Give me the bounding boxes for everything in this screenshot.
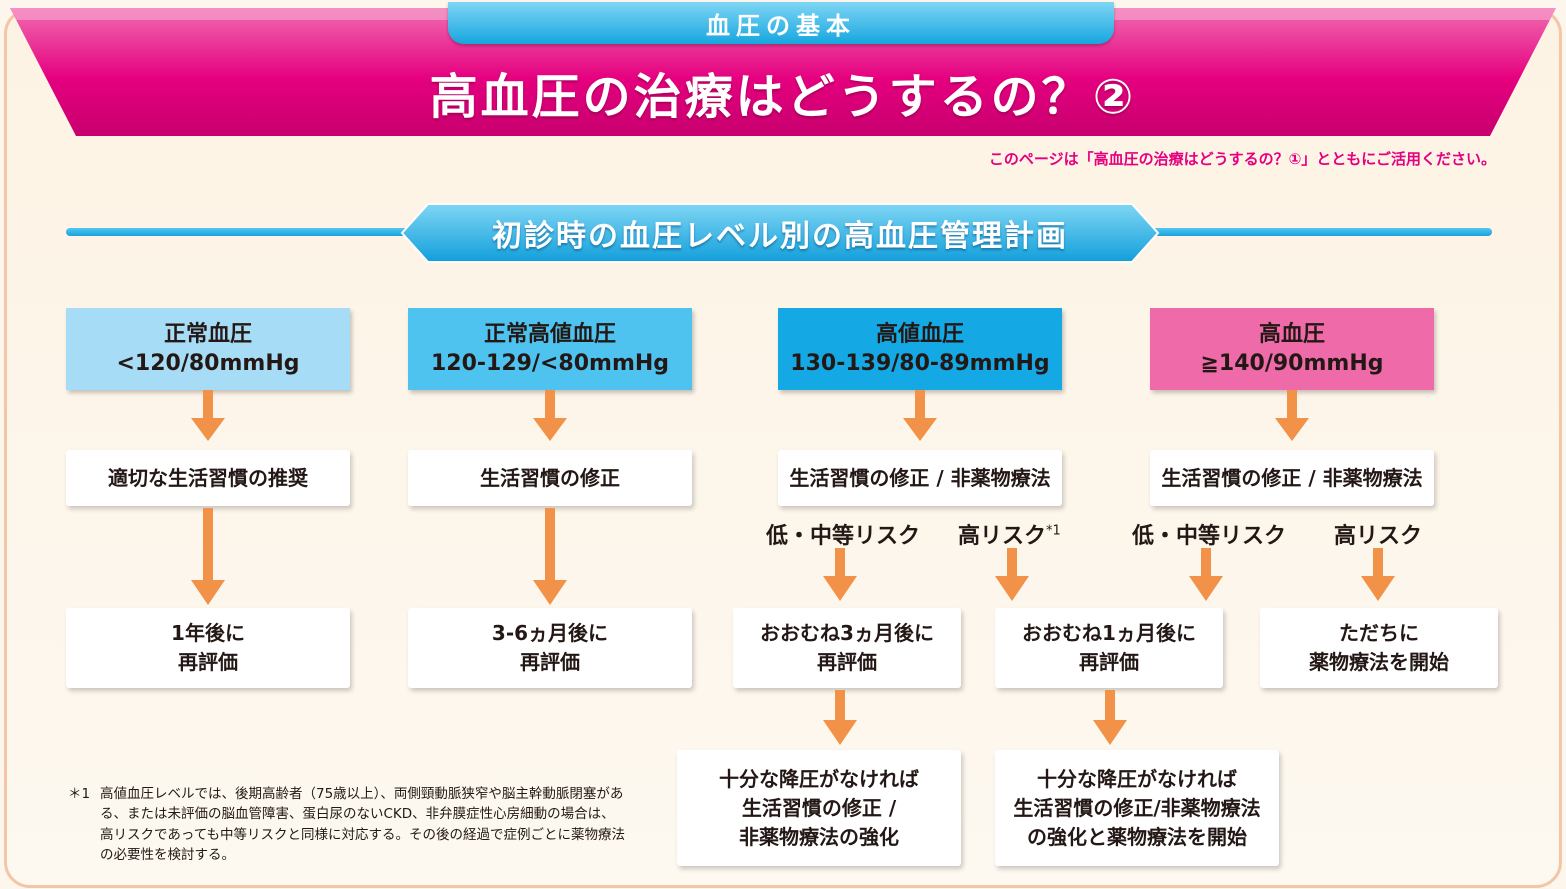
evaluation-3-6-months: 3-6ヵ月後に 再評価: [408, 608, 692, 688]
level-name: 高血圧: [1258, 321, 1325, 347]
level-name: 高値血圧: [875, 321, 964, 347]
risk-label-high: 高リスク: [1334, 524, 1423, 549]
arrow-down-icon: [191, 508, 225, 605]
arrow-down-icon: [533, 508, 567, 605]
step-modify-lifestyle-nondrug: 生活習慣の修正 / 非薬物療法: [1150, 450, 1434, 506]
risk-label-low-mid: 低・中等リスク: [766, 524, 921, 549]
evaluation-1-year: 1年後に 再評価: [66, 608, 350, 688]
arrow-down-icon: [191, 390, 225, 441]
level-name: 正常高値血圧: [483, 321, 616, 347]
arrow-down-icon: [823, 690, 857, 745]
step-recommend-lifestyle: 適切な生活習慣の推奨: [66, 450, 350, 506]
risk-label-high: 高リスク*1: [958, 523, 1061, 549]
footnote: ＊1 高値血圧レベルでは、後期高齢者（75歳以上）、両側頸動脈狭窄や脳主幹動脈閉…: [68, 784, 628, 865]
level-elevated: 高値血圧 130-139/80-89mmHg: [778, 308, 1062, 390]
evaluation-1-month: おおむね1ヵ月後に 再評価: [995, 608, 1223, 688]
footnote-text: 高値血圧レベルでは、後期高齢者（75歳以上）、両側頸動脈狭窄や脳主幹動脈閉塞があ…: [100, 786, 626, 863]
outcome-strengthen-nondrug: 十分な降圧がなければ 生活習慣の修正 / 非薬物療法の強化: [677, 750, 961, 866]
level-range: 120-129/<80mmHg: [430, 351, 670, 376]
step-modify-lifestyle: 生活習慣の修正: [408, 450, 692, 506]
level-range: <120/80mmHg: [116, 351, 300, 376]
level-normal: 正常血圧 <120/80mmHg: [66, 308, 350, 390]
step-label: 生活習慣の修正: [480, 465, 620, 490]
footnote-ref: *1: [1046, 523, 1061, 539]
level-name: 正常血圧: [163, 321, 252, 347]
level-range: ≧140/90mmHg: [1200, 351, 1384, 376]
level-high-normal: 正常高値血圧 120-129/<80mmHg: [408, 308, 692, 390]
step-label: 生活習慣の修正 / 非薬物療法: [789, 465, 1051, 490]
level-range: 130-139/80-89mmHg: [790, 351, 1050, 376]
usage-note: このページは「高血圧の治療はどうするの？①」とともにご活用ください。: [988, 150, 1496, 168]
arrow-down-icon: [903, 390, 937, 441]
step-label: 生活習慣の修正 / 非薬物療法: [1161, 465, 1423, 490]
section-title: 初診時の血圧レベル別の高血圧管理計画: [492, 219, 1068, 254]
page-frame: [4, 8, 1562, 888]
arrow-down-icon: [1093, 690, 1127, 745]
step-modify-lifestyle-nondrug: 生活習慣の修正 / 非薬物療法: [778, 450, 1062, 506]
category-tab: 血圧の基本: [448, 2, 1114, 44]
arrow-down-icon: [1189, 548, 1223, 601]
risk-label-low-mid: 低・中等リスク: [1132, 524, 1287, 549]
start-drug-therapy: ただちに 薬物療法を開始: [1260, 608, 1498, 688]
page-title: 高血圧の治療はどうするの？②: [429, 69, 1137, 125]
arrow-down-icon: [995, 548, 1029, 601]
evaluation-3-months: おおむね3ヵ月後に 再評価: [733, 608, 961, 688]
arrow-down-icon: [1361, 548, 1395, 601]
level-hypertension: 高血圧 ≧140/90mmHg: [1150, 308, 1434, 390]
outcome-start-drug-therapy: 十分な降圧がなければ 生活習慣の修正/非薬物療法 の強化と薬物療法を開始: [995, 750, 1279, 866]
arrow-down-icon: [823, 548, 857, 601]
arrow-down-icon: [533, 390, 567, 441]
arrow-down-icon: [1275, 390, 1309, 441]
step-label: 適切な生活習慣の推奨: [108, 465, 308, 490]
section-banner: [400, 203, 1160, 263]
footnote-mark: ＊1: [68, 786, 91, 802]
